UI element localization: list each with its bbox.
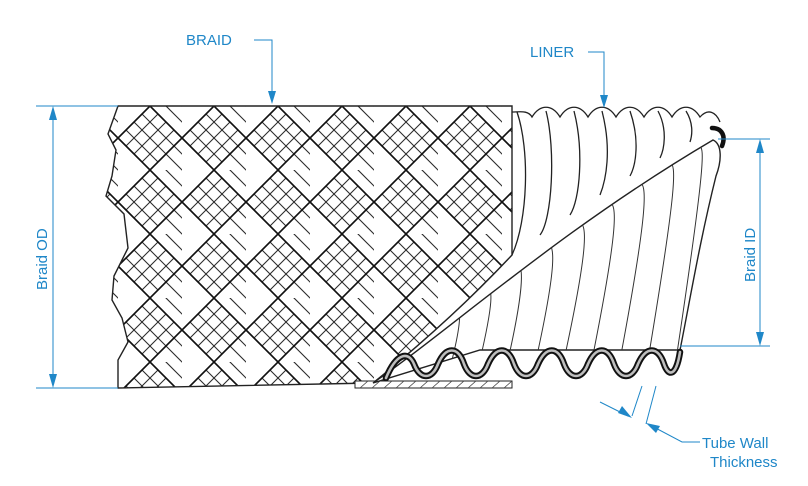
tube-wall-label-line2: Thickness <box>710 454 778 471</box>
tube-wall-label-line1: Tube Wall <box>702 435 768 452</box>
tube-wall-section <box>382 125 726 382</box>
braid-id-label: Braid ID <box>742 228 759 282</box>
liner-corrugations <box>511 106 721 256</box>
dimension-lines <box>36 39 770 443</box>
braid-label: BRAID <box>186 32 232 49</box>
braid-od-label: Braid OD <box>34 228 51 290</box>
liner-label: LINER <box>530 44 574 61</box>
